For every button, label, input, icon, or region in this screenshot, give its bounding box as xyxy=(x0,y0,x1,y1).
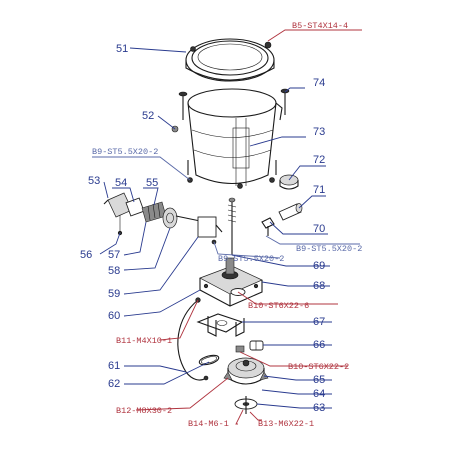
callout-b10-st6x22-6: B10-ST6X22-6 xyxy=(248,301,309,311)
small-bracket-part xyxy=(261,217,275,236)
belt-part xyxy=(198,354,220,366)
motor-bracket-part xyxy=(196,313,245,337)
outer-tub-part xyxy=(187,88,283,189)
callout-69: 69 xyxy=(313,260,325,272)
leader-lines xyxy=(92,29,362,425)
callout-73: 73 xyxy=(313,126,325,138)
callout-59: 59 xyxy=(108,288,120,300)
callout-64: 64 xyxy=(313,388,325,400)
callout-67: 67 xyxy=(313,316,325,328)
top-screws-part xyxy=(171,88,290,133)
callout-b11-m4x10-1: B11-M4X10-1 xyxy=(116,336,172,346)
clip-part xyxy=(235,345,245,353)
callout-b5-st4x14-4: B5-ST4X14-4 xyxy=(292,21,348,31)
callout-60: 60 xyxy=(108,310,120,322)
clutch-gearbox-part xyxy=(199,257,263,307)
cap-part xyxy=(279,174,299,190)
callout-74: 74 xyxy=(313,77,325,89)
callout-b13-m6x22-1: B13-M6X22-1 xyxy=(258,419,314,429)
callout-55: 55 xyxy=(146,177,158,189)
callout-53: 53 xyxy=(88,175,100,187)
tub-cover-ring-part xyxy=(185,38,275,82)
callout-54: 54 xyxy=(115,177,127,189)
callout-51: 51 xyxy=(116,43,128,55)
callout-70: 70 xyxy=(313,223,325,235)
callout-labels: 51 B5-ST4X14-4 74 52 73 B9-ST5.5X20-2 72… xyxy=(80,21,362,429)
callout-57: 57 xyxy=(108,249,120,261)
callout-62: 62 xyxy=(108,378,120,390)
drain-rod-part xyxy=(227,197,237,255)
callout-61: 61 xyxy=(108,360,120,372)
callout-66: 66 xyxy=(313,339,325,351)
callout-b10-st6x22-2: B10-ST6X22-2 xyxy=(288,362,349,372)
cylinder-part xyxy=(278,203,303,221)
callout-b9-st5.5x20-2-top: B9-ST5.5X20-2 xyxy=(92,147,158,157)
motor-part xyxy=(223,357,269,385)
callout-b9-st5.5x20-2-right: B9-ST5.5X20-2 xyxy=(296,244,362,254)
callout-b9-st5.5x20-2-center: B9-ST5.5X20-2 xyxy=(218,254,284,264)
callout-b14-m6-1: B14-M6-1 xyxy=(188,419,229,429)
callout-65: 65 xyxy=(313,374,325,386)
callout-b12-m8x30-2: B12-M8X30-2 xyxy=(116,406,172,416)
callout-71: 71 xyxy=(313,184,325,196)
callout-72: 72 xyxy=(313,154,325,166)
capacitor-part xyxy=(249,340,264,351)
callout-68: 68 xyxy=(313,280,325,292)
callout-56: 56 xyxy=(80,249,92,261)
callout-58: 58 xyxy=(108,265,120,277)
pulley-part xyxy=(234,396,258,414)
drain-valve-assembly-part xyxy=(103,192,223,245)
callout-52: 52 xyxy=(142,110,154,122)
callout-63: 63 xyxy=(313,402,325,414)
